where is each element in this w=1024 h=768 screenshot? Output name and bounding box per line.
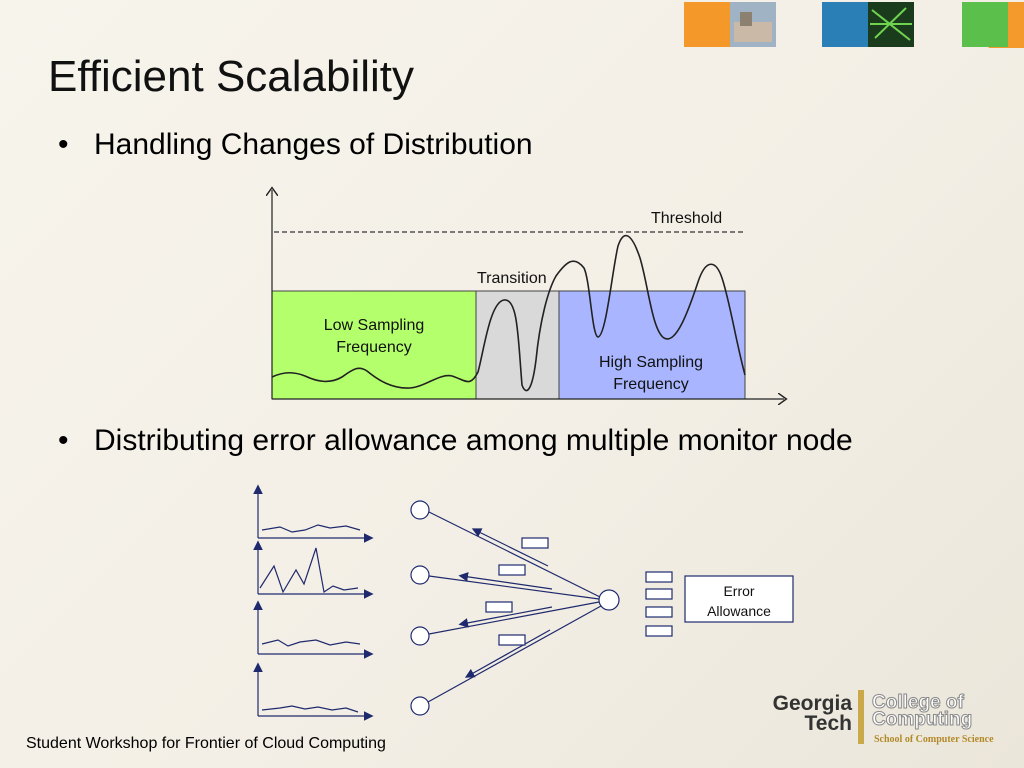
threshold-label: Threshold	[651, 210, 722, 227]
college-of-computing-wordmark: College of Computing	[871, 692, 973, 730]
transition-region	[475, 290, 560, 400]
error-allowance-label-line1: Error	[723, 583, 754, 599]
allowance-token	[645, 588, 673, 600]
monitor-node	[410, 565, 430, 585]
logo-tech: Tech	[804, 712, 852, 735]
transition-label: Transition	[477, 270, 547, 287]
logo-georgia: Georgia	[772, 692, 852, 715]
logo-college-of: College of	[871, 692, 964, 713]
georgia-tech-logo: Georgia Tech College of Computing School…	[758, 688, 1008, 748]
signal-curve	[271, 234, 746, 392]
allowance-token	[521, 537, 549, 549]
allowance-token	[645, 571, 673, 583]
bullet-symbol: •	[58, 424, 69, 457]
monitor-node	[410, 696, 430, 716]
bullet-text: Distributing error allowance among multi…	[94, 424, 853, 457]
allowance-token	[485, 601, 513, 613]
high-sampling-label-line2: Frequency	[613, 376, 689, 393]
coordinator-node	[598, 589, 620, 611]
monitor-node	[410, 626, 430, 646]
mini-chart	[253, 662, 374, 721]
monitor-node	[410, 500, 430, 520]
bullet-item: • Distributing error allowance among mult…	[58, 424, 853, 458]
low-sampling-label-line2: Frequency	[336, 339, 412, 356]
mini-chart	[253, 600, 374, 659]
footer-text: Student Workshop for Frontier of Cloud C…	[26, 735, 386, 752]
mini-chart	[253, 484, 374, 543]
allowance-token	[645, 606, 673, 618]
school-of-cs-text: School of Computer Science	[874, 734, 994, 745]
low-sampling-region	[271, 290, 477, 400]
corner-image-tiles	[684, 2, 1008, 47]
georgia-tech-wordmark: Georgia Tech	[758, 692, 852, 735]
blue-tile	[822, 2, 868, 47]
allowance-token	[498, 564, 526, 576]
orange-tile	[684, 2, 730, 47]
slide-title: Efficient Scalability	[48, 52, 415, 101]
allowance-token	[645, 625, 673, 637]
bullet-symbol: •	[58, 128, 69, 161]
allowance-token	[498, 634, 526, 646]
mini-chart	[253, 540, 374, 599]
bullet-text: Handling Changes of Distribution	[94, 128, 533, 161]
logo-divider	[858, 690, 864, 744]
bullet-item: • Handling Changes of Distribution	[58, 128, 533, 162]
logo-computing: Computing	[871, 709, 973, 730]
high-sampling-label-line1: High Sampling	[599, 354, 703, 371]
green-tile	[962, 2, 1008, 47]
error-allowance-label-line2: Allowance	[707, 603, 771, 619]
error-allowance-box	[684, 575, 794, 623]
low-sampling-label-line1: Low Sampling	[324, 317, 425, 334]
